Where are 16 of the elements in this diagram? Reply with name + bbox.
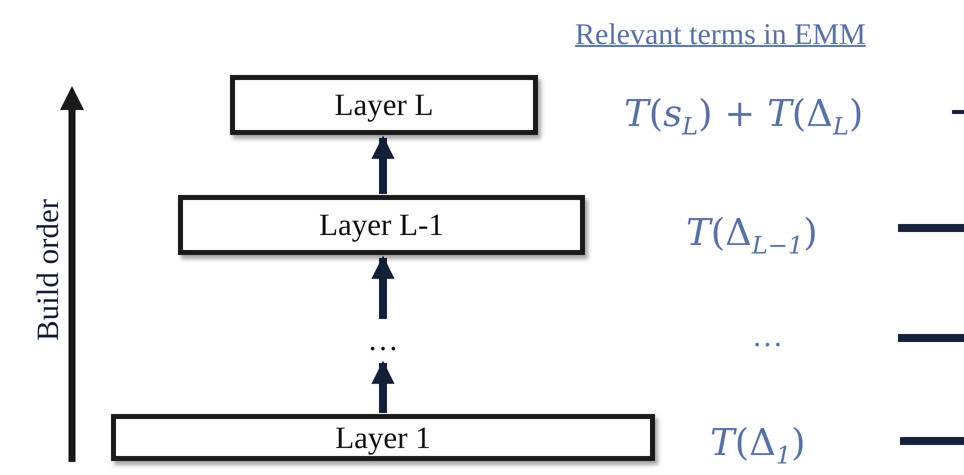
section-heading: Relevant terms in EMM <box>575 18 866 52</box>
layer-box <box>111 414 655 461</box>
ellipsis-text: … <box>355 320 411 360</box>
arrow <box>371 256 395 319</box>
arrow <box>371 136 395 194</box>
layer-label: Layer L-1 <box>319 207 444 243</box>
arrow <box>371 360 395 413</box>
layer-box <box>178 195 585 255</box>
math-term: T(Δ$_{L−1}$) <box>686 211 818 260</box>
layer-box <box>230 75 538 135</box>
layer-label: Layer 1 <box>335 420 431 456</box>
ellipsis-text: … <box>752 318 783 354</box>
axis-label: Build order <box>30 198 66 342</box>
math-term: T(Δ$_{1}$) <box>710 421 806 470</box>
layer-label: Layer L <box>334 87 434 123</box>
math-term: T(s$_{L}$) + T(Δ$_{L}$) <box>624 92 864 140</box>
